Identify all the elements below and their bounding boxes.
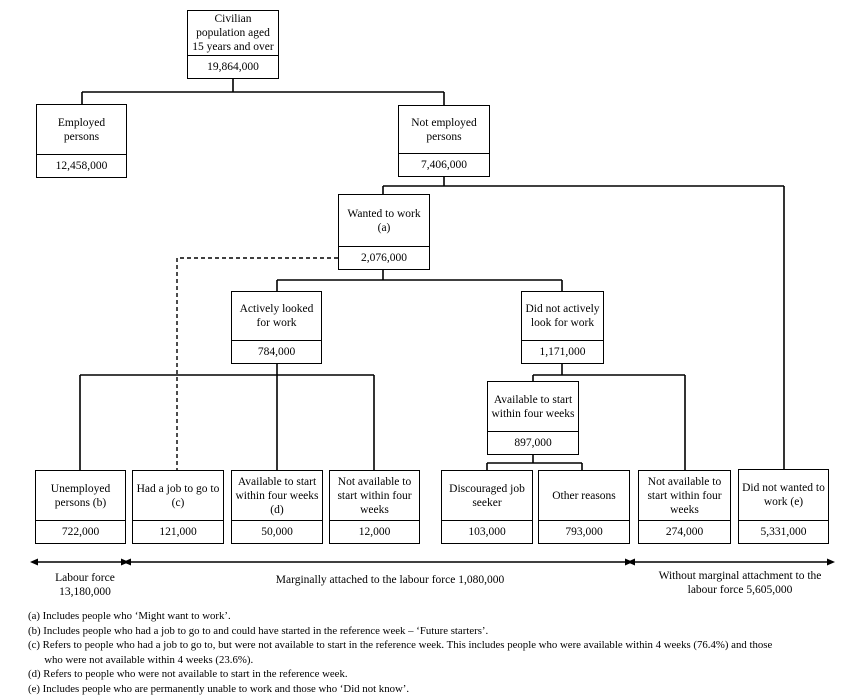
- group-label-without-marginal-attachment: Without marginal attachment to the labou…: [658, 570, 822, 596]
- footnote-a: (a) Includes people who ‘Might want to w…: [28, 610, 231, 622]
- node-unemployed-persons: Unemployed persons (b) 722,000: [35, 470, 126, 544]
- footnotes: (a) Includes people who ‘Might want to w…: [28, 609, 772, 696]
- node-available-within-four-weeks: Available to start within four weeks 897…: [487, 381, 579, 455]
- node-discouraged-job-seeker: Discouraged job seeker 103,000: [441, 470, 533, 544]
- footnote-e: (e) Includes people who are permanently …: [28, 682, 410, 695]
- footnote-c: (c) Refers to people who had a job to go…: [28, 639, 773, 651]
- footnote-d: (d) Refers to people who were not availa…: [28, 668, 348, 680]
- footnote-b: (b) Includes people who had a job to go …: [28, 624, 489, 637]
- group-label-labour-force: Labour force 13,180,000: [55, 572, 115, 598]
- node-not-employed-persons: Not employed persons 7,406,000: [398, 105, 490, 177]
- footnote-c-continued: who were not available within 4 weeks (2…: [28, 653, 254, 666]
- node-did-not-actively-look: Did not actively look for work 1,171,000: [521, 291, 604, 364]
- group-label-marginally-attached: Marginally attached to the labour force …: [275, 574, 505, 586]
- node-did-not-want-to-work: Did not wanted to work (e) 5,331,000: [738, 469, 829, 544]
- node-not-available-to-start-b: Not available to start within four weeks…: [638, 470, 731, 544]
- node-employed-persons: Employed persons 12,458,000: [36, 104, 127, 178]
- node-had-a-job: Had a job to go to (c) 121,000: [132, 470, 224, 544]
- node-other-reasons: Other reasons 793,000: [538, 470, 630, 544]
- node-actively-looked: Actively looked for work 784,000: [231, 291, 322, 364]
- node-available-to-start-d: Available to start within four weeks (d)…: [231, 470, 323, 544]
- node-civilian-population: Civilian population aged 15 years and ov…: [187, 10, 279, 79]
- node-wanted-to-work: Wanted to work (a) 2,076,000: [338, 194, 430, 270]
- node-not-available-to-start-a: Not available to start within four weeks…: [329, 470, 420, 544]
